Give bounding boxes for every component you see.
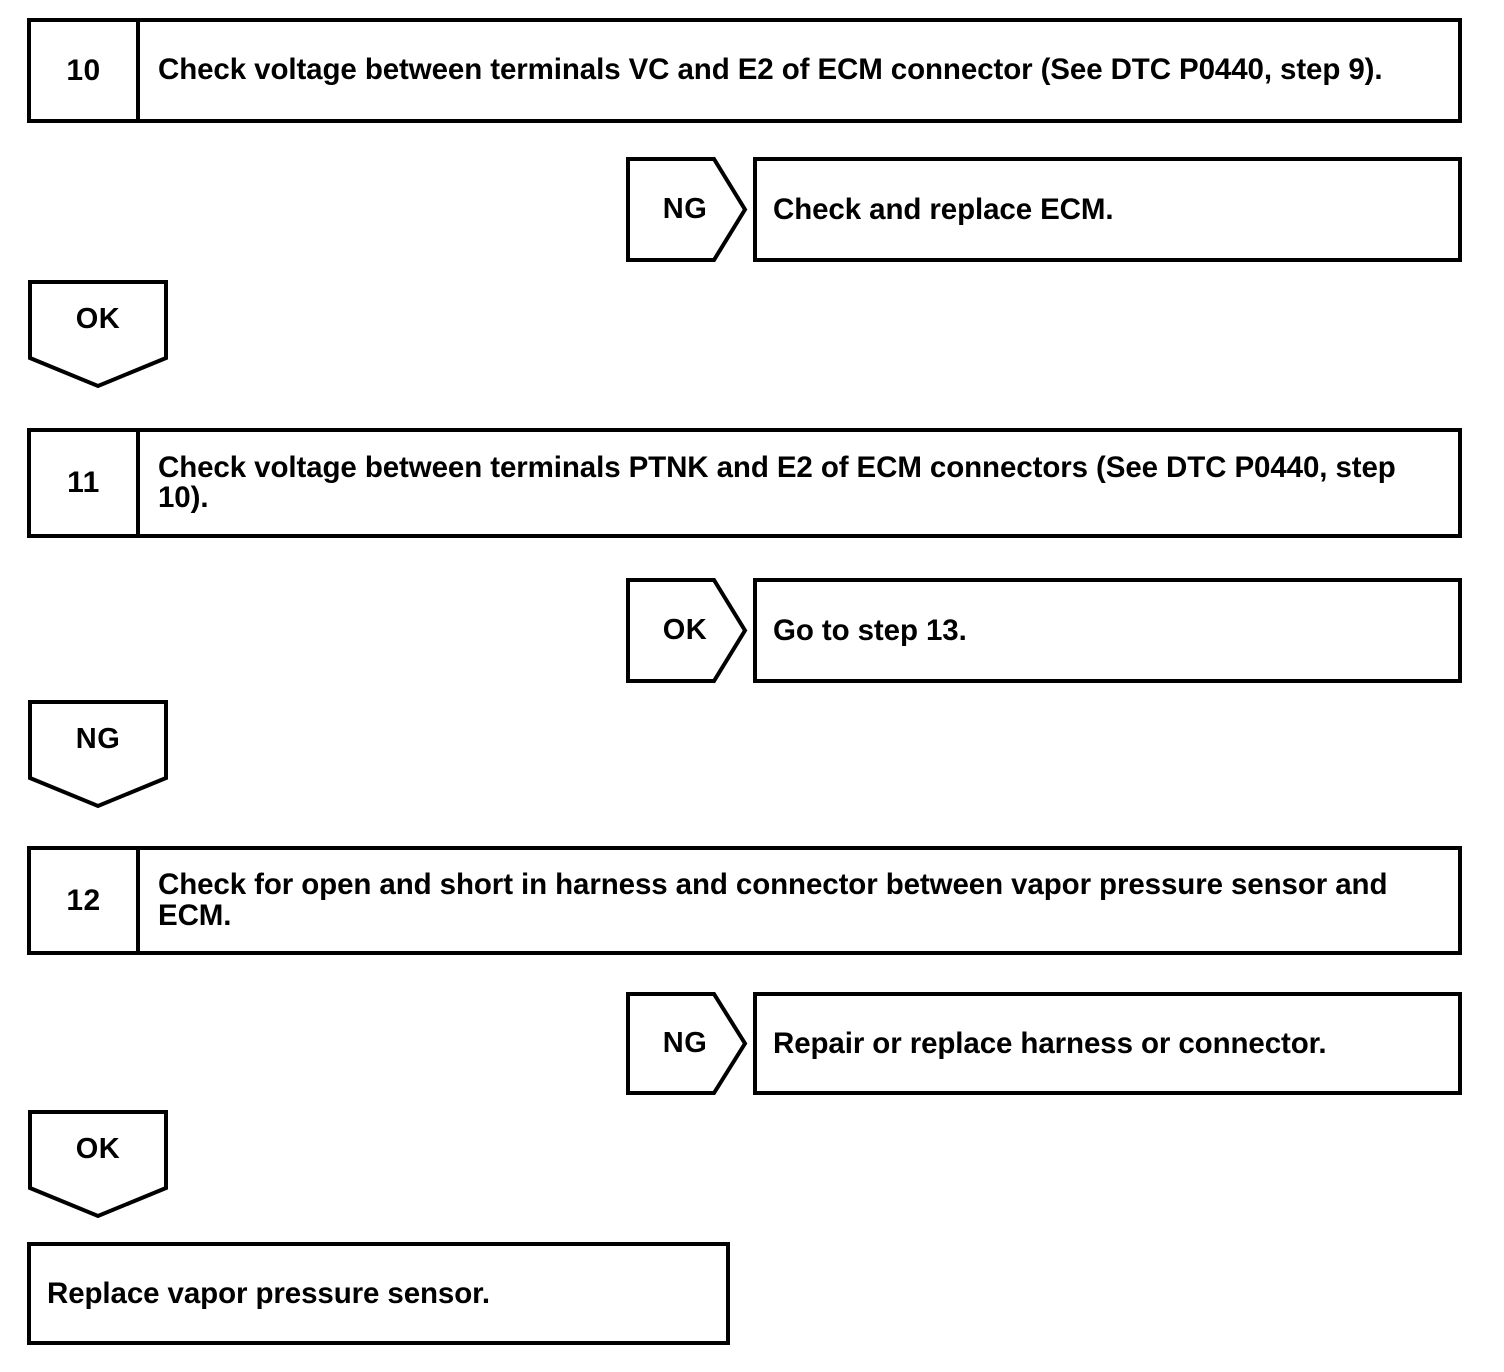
branch-tag-ng-step-10: NG [626, 157, 748, 262]
result-box-check-replace-ecm: Check and replace ECM. [753, 157, 1462, 262]
step-box-12: 12 Check for open and short in harness a… [27, 846, 1462, 955]
result-box-repair-replace-harness: Repair or replace harness or connector. [753, 992, 1462, 1095]
branch-tag-label: OK [662, 614, 708, 646]
pass-tag-ok-step-10: OK [28, 280, 168, 389]
step-number-11: 11 [31, 432, 140, 534]
branch-tag-label: NG [662, 1027, 708, 1059]
result-box-go-to-step-13: Go to step 13. [753, 578, 1462, 683]
step-number-12: 12 [31, 850, 140, 951]
step-box-11: 11 Check voltage between terminals PTNK … [27, 428, 1462, 538]
step-box-10: 10 Check voltage between terminals VC an… [27, 18, 1462, 123]
pass-tag-ok-step-12: OK [28, 1110, 168, 1219]
pass-tag-label: OK [75, 1132, 121, 1165]
pass-tag-label: NG [75, 722, 121, 755]
step-text-11: Check voltage between terminals PTNK and… [158, 450, 1396, 514]
branch-tag-label: NG [662, 193, 708, 225]
branch-tag-ng-step-12: NG [626, 992, 748, 1095]
step-number-10: 10 [31, 22, 140, 119]
result-box-replace-vapor-pressure-sensor: Replace vapor pressure sensor. [27, 1242, 730, 1345]
step-text-10: Check voltage between terminals VC and E… [158, 53, 1383, 87]
pass-tag-label: OK [75, 302, 121, 335]
pass-tag-ng-step-11: NG [28, 700, 168, 809]
branch-tag-ok-step-11: OK [626, 578, 748, 683]
step-text-12: Check for open and short in harness and … [158, 868, 1388, 932]
